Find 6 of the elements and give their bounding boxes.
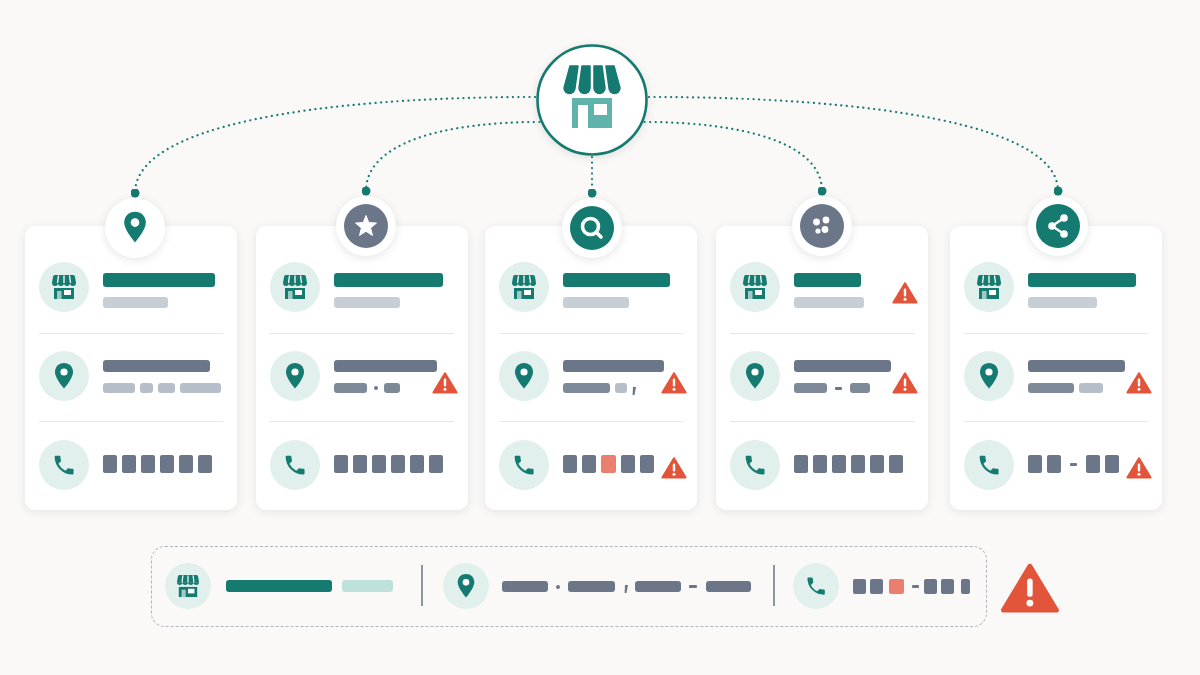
store-icon [536, 44, 648, 156]
dotted-connector [643, 120, 827, 196]
dotted-connector [587, 155, 597, 198]
dotted-connector [130, 95, 537, 198]
dotted-connector [361, 120, 541, 196]
dotted-connector [647, 95, 1063, 196]
